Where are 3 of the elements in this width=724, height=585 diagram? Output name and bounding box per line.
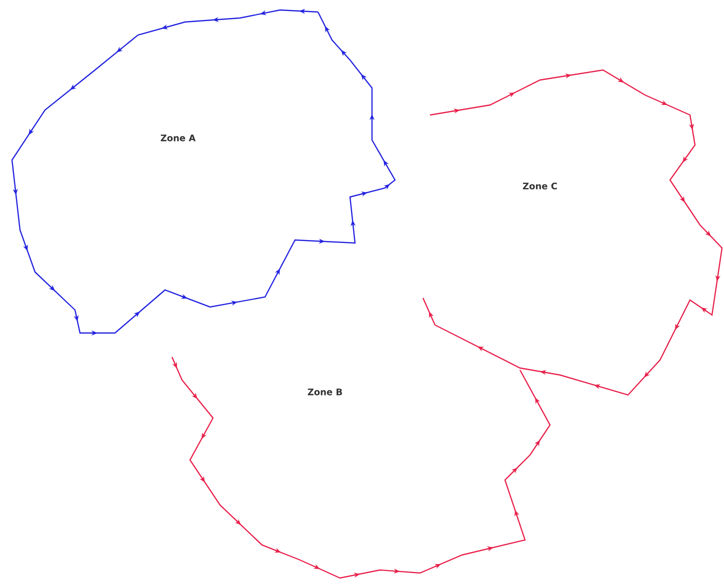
- zone-label: Zone B: [308, 388, 342, 396]
- zone-label: Zone A: [160, 134, 196, 142]
- zone-label: Zone C: [522, 182, 557, 190]
